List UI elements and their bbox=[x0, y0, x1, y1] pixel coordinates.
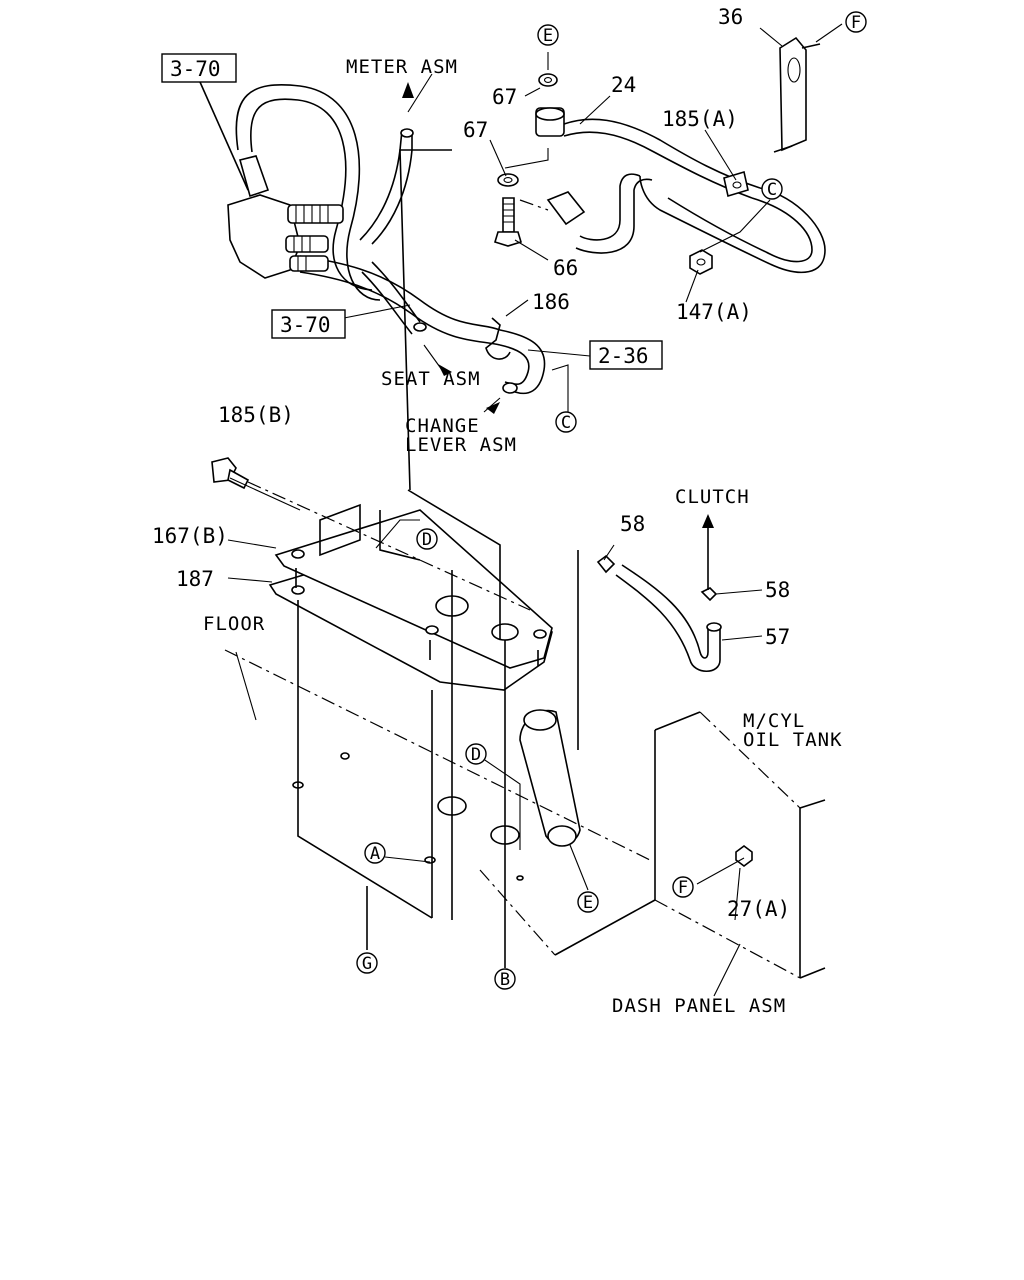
callout-g-low-text: G bbox=[362, 954, 372, 974]
seat-asm-label: SEAT ASM bbox=[381, 368, 481, 390]
callout-a-low[interactable]: A bbox=[364, 842, 386, 864]
line-art bbox=[199, 23, 843, 997]
pipe-assembly bbox=[494, 36, 826, 275]
callout-e-low[interactable]: E bbox=[577, 891, 599, 913]
callout-c-right-text: C bbox=[767, 180, 777, 200]
part-187: 187 bbox=[176, 567, 214, 591]
part-167b: 167(B) bbox=[152, 524, 228, 548]
callout-c-mid-text: C bbox=[561, 413, 571, 433]
part-58-left: 58 bbox=[620, 512, 645, 536]
part-36: 36 bbox=[718, 5, 743, 29]
seat-asm-arrow bbox=[438, 364, 452, 376]
callout-f-top[interactable]: F bbox=[845, 11, 867, 33]
callout-e-top[interactable]: E bbox=[537, 24, 559, 46]
callout-c-right[interactable]: C bbox=[761, 178, 783, 200]
ref-box-2-36-text: 2-36 bbox=[598, 344, 649, 368]
callout-e-low-text: E bbox=[583, 893, 593, 913]
mcyl-label-1: M/CYL bbox=[743, 710, 805, 732]
change-lever-label-1: CHANGE bbox=[405, 415, 480, 437]
part-58-right: 58 bbox=[765, 578, 790, 602]
part-numbers: 36 24 67 67 185(A) 66 147(A) 186 185(B) … bbox=[152, 5, 790, 921]
callout-g-low[interactable]: G bbox=[356, 952, 378, 974]
callout-d-low[interactable]: D bbox=[465, 743, 487, 765]
callout-e-top-text: E bbox=[543, 26, 553, 46]
plate-assembly bbox=[211, 457, 553, 691]
callout-d-plate[interactable]: D bbox=[416, 528, 438, 550]
change-lever-arrow bbox=[486, 402, 500, 414]
part-185b: 185(B) bbox=[218, 403, 294, 427]
part-67-top: 67 bbox=[492, 85, 517, 109]
ref-box-3-70-top-text: 3-70 bbox=[170, 57, 221, 81]
callout-f-low[interactable]: F bbox=[672, 876, 694, 898]
ref-box-3-70-top[interactable]: 3-70 bbox=[161, 53, 237, 83]
part-57: 57 bbox=[765, 625, 790, 649]
part-185a: 185(A) bbox=[662, 107, 738, 131]
labels: METER ASM SEAT ASM CHANGE LEVER ASM CLUT… bbox=[203, 56, 843, 1017]
change-lever-label-2: LEVER ASM bbox=[405, 434, 517, 456]
part-24: 24 bbox=[611, 73, 636, 97]
callout-d-low-text: D bbox=[471, 745, 481, 765]
tube-bundle bbox=[227, 84, 546, 395]
part-186: 186 bbox=[532, 290, 570, 314]
ref-box-3-70-mid[interactable]: 3-70 bbox=[271, 309, 346, 339]
ref-box-3-70-mid-text: 3-70 bbox=[280, 313, 331, 337]
clutch-hose bbox=[596, 514, 722, 673]
clutch-label: CLUTCH bbox=[675, 486, 750, 508]
meter-asm-label: METER ASM bbox=[346, 56, 458, 78]
callout-f-top-text: F bbox=[851, 13, 861, 33]
circle-callouts: E F C C D D A E bbox=[356, 11, 867, 990]
callout-d-plate-text: D bbox=[422, 530, 432, 550]
floor-label: FLOOR bbox=[203, 613, 265, 635]
ref-boxes: 3-70 3-70 2-36 bbox=[161, 53, 663, 370]
meter-asm-arrow bbox=[402, 82, 414, 98]
leader-lines bbox=[199, 23, 843, 997]
ref-box-2-36[interactable]: 2-36 bbox=[589, 340, 663, 370]
lever-boot bbox=[519, 709, 581, 847]
callout-f-low-text: F bbox=[678, 878, 688, 898]
mcyl-label-2: OIL TANK bbox=[743, 729, 843, 751]
floor-panels bbox=[224, 649, 826, 979]
part-66: 66 bbox=[553, 256, 578, 280]
part-147a: 147(A) bbox=[676, 300, 752, 324]
callout-b-low[interactable]: B bbox=[494, 968, 516, 990]
part-27a: 27(A) bbox=[727, 897, 790, 921]
callout-c-mid[interactable]: C bbox=[555, 411, 577, 433]
part-67-mid: 67 bbox=[463, 118, 488, 142]
dash-panel-label: DASH PANEL ASM bbox=[612, 995, 786, 1017]
callout-b-low-text: B bbox=[500, 970, 510, 990]
callout-a-low-text: A bbox=[370, 844, 380, 864]
